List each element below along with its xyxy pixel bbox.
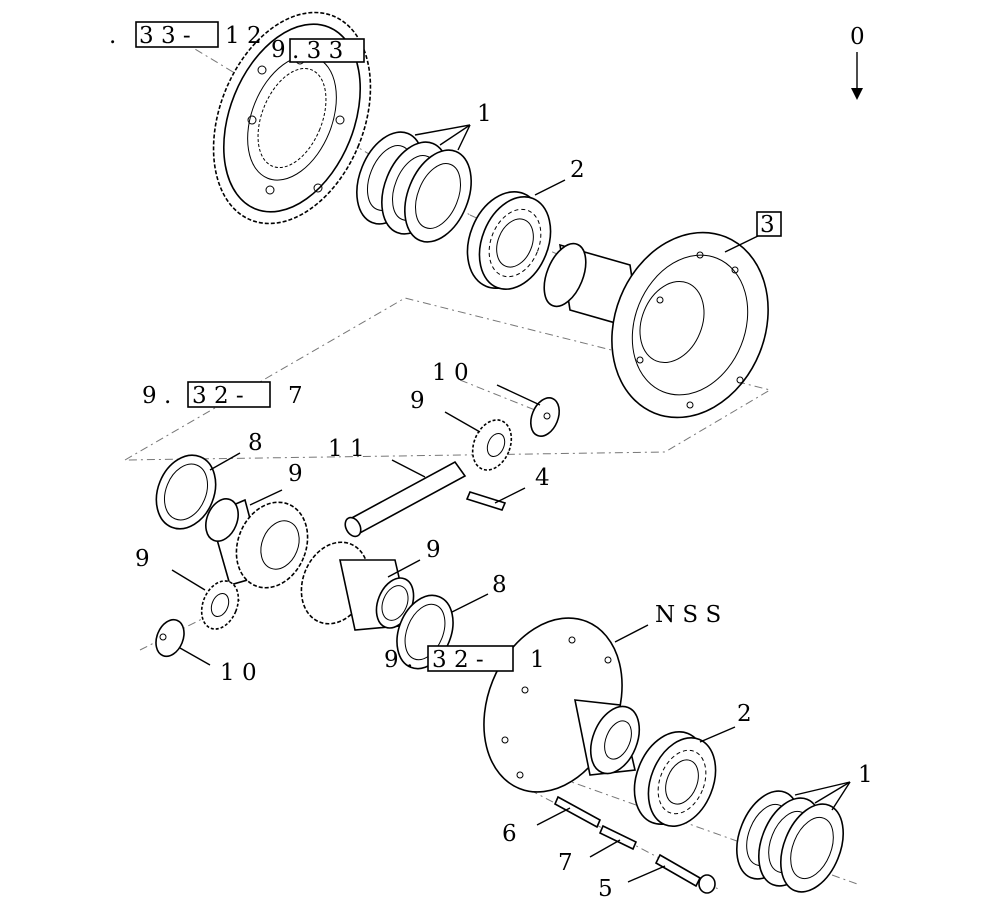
callout-5: 5 — [598, 876, 613, 902]
callout-8-right: 8 — [492, 572, 507, 598]
side-gear-right — [300, 541, 415, 631]
callout-11: 1 1 — [328, 436, 365, 462]
ring-gear — [212, 11, 372, 225]
callout-8-left: 8 — [248, 430, 263, 456]
callout-1-bottom: 1 — [858, 762, 873, 788]
thrust-washer-set-bottom — [736, 790, 844, 893]
spring-pin — [598, 824, 638, 851]
callout-9-side-gear-left: 9 — [288, 461, 303, 487]
callout-2-top: 2 — [570, 157, 585, 183]
callout-7: 7 — [558, 850, 573, 876]
ref-boxed-text: 3 — [760, 212, 775, 238]
pinion-washer-lower — [155, 618, 185, 658]
leader-lines — [171, 52, 858, 883]
pinion-gear-lower — [200, 580, 240, 630]
ref-prefix: . — [109, 23, 116, 49]
thrust-washer-left — [155, 454, 217, 530]
reference-box-9-32-7: 9 . 3 2 - 7 — [142, 381, 303, 409]
reference-box-3: 3 — [756, 211, 782, 238]
ref-boxed-text: 3 3 - — [139, 23, 191, 49]
cover-bolt — [654, 853, 716, 894]
ref-suffix: 1 2 — [225, 23, 262, 49]
ref-boxed-text: . 3 3 — [292, 38, 343, 64]
reference-box-33-12: . 3 3 - 1 2 — [109, 21, 262, 49]
lock-pin — [465, 491, 507, 511]
differential-cover — [483, 617, 641, 793]
callout-2-bottom: 2 — [737, 701, 752, 727]
reference-box-9-32-1: 9 . 3 2 - 1 — [384, 645, 545, 673]
side-gear-left — [205, 498, 309, 589]
ref-prefix: 9 — [271, 37, 286, 63]
bearing-bottom — [633, 731, 717, 828]
callout-10-bottom: 1 0 — [220, 660, 257, 686]
ref-suffix: 7 — [288, 383, 303, 409]
nss-label: N S S — [655, 602, 721, 628]
callout-9-lower-pinion: 9 — [135, 546, 150, 572]
bearing-top — [466, 191, 552, 290]
ref-suffix: 1 — [530, 647, 545, 673]
differential-housing — [543, 231, 769, 419]
ref-prefix: 9 . — [142, 383, 171, 409]
ref-boxed-text: 3 2 - — [432, 647, 484, 673]
callout-1-top: 1 — [477, 101, 492, 127]
reference-box-9-33: 9 . 3 3 — [271, 37, 365, 64]
thrust-washer-set-top — [356, 131, 472, 243]
callout-numbers: 1 2 1 0 9 8 1 1 9 4 9 9 8 1 0 2 1 6 7 5 — [135, 101, 873, 902]
callout-6: 6 — [502, 821, 517, 847]
callout-4: 4 — [535, 465, 550, 491]
orientation-label: 0 — [850, 24, 865, 50]
cross-shaft — [344, 460, 467, 538]
callout-10-top: 1 0 — [432, 360, 469, 386]
ref-prefix: 9 . — [384, 647, 413, 673]
direction-arrow-icon — [851, 88, 863, 100]
pinion-washer-upper — [530, 397, 560, 437]
callout-9-side-gear-right: 9 — [426, 537, 441, 563]
roll-pin — [553, 795, 602, 829]
callout-9-upper-pinion: 9 — [410, 388, 425, 414]
ref-boxed-text: 3 2 - — [192, 383, 244, 409]
pinion-gear-upper — [471, 419, 513, 471]
